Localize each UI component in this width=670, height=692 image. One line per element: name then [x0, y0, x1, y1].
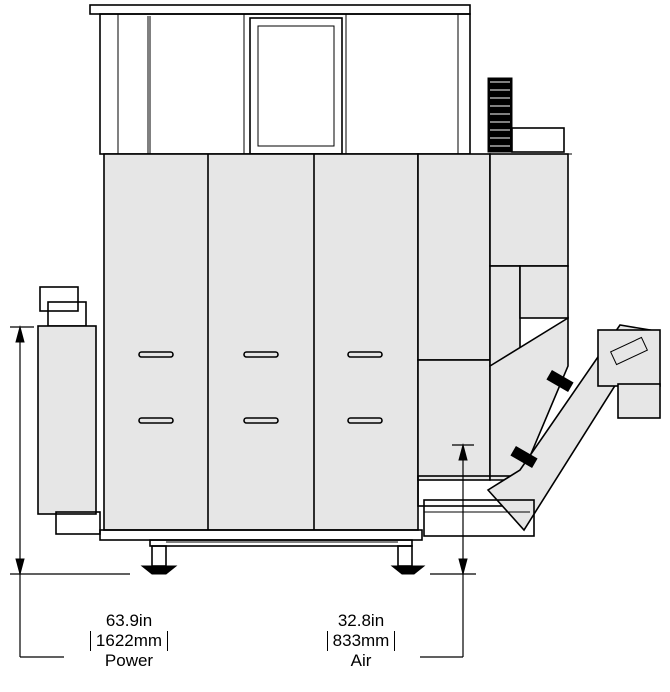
motor-fins — [487, 77, 565, 153]
air-metric-value: 833mm — [305, 631, 417, 651]
base-and-feet — [99, 529, 426, 575]
main-cabinet — [103, 153, 572, 531]
left-side-unit — [37, 286, 101, 535]
air-imperial-value: 32.8in — [337, 611, 385, 630]
power-imperial-value: 63.9in — [105, 611, 153, 630]
power-label: Power — [104, 651, 154, 670]
power-dimension-lines — [10, 325, 130, 658]
right-housing — [417, 153, 569, 507]
power-dimension-label: 63.9in 1622mm Power — [64, 611, 194, 671]
top-enclosure — [89, 4, 471, 155]
air-dimension-label: 32.8in 833mm Air — [305, 611, 417, 671]
chip-conveyor — [423, 324, 661, 537]
power-metric-value: 1622mm — [64, 631, 194, 651]
air-dimension-lines — [420, 443, 476, 658]
door-handles — [138, 351, 383, 424]
air-label: Air — [350, 651, 372, 670]
